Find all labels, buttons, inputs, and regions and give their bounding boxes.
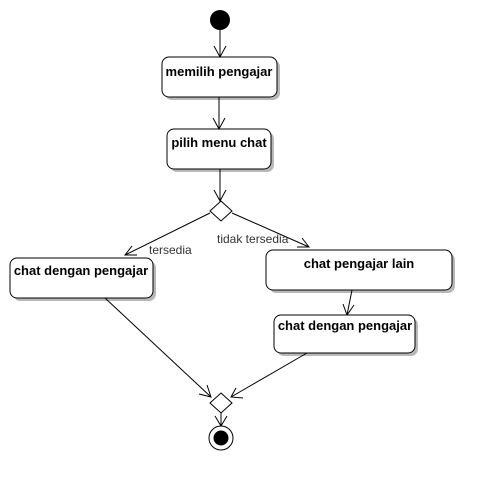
edge-chat-right-to-merge — [230, 352, 308, 398]
action-chat-dengan-pengajar-left-label: chat dengan pengajar — [14, 263, 148, 278]
action-chat-dengan-pengajar-right — [273, 314, 416, 354]
edge-chat-lain-to-chat-right — [346, 289, 353, 316]
edge-decision-to-chat-left — [124, 212, 211, 256]
arrowhead-chat-lain — [297, 237, 311, 248]
edge-chat-left-to-merge — [104, 297, 212, 398]
edge-label-tidak-tersedia: tidak tersedia — [217, 232, 289, 246]
action-chat-pengajar-lain-label: chat pengajar lain — [304, 256, 415, 271]
edge-label-tersedia: tersedia — [149, 243, 192, 257]
final-node — [208, 425, 234, 451]
arrowhead-chat-left — [123, 245, 137, 256]
action-chat-pengajar-lain — [265, 249, 453, 291]
action-pilih-menu-chat — [166, 128, 272, 170]
arrowhead-decision — [213, 189, 227, 203]
arrowhead-merge-left — [198, 384, 212, 398]
action-memilih-pengajar-label: memilih pengajar — [166, 64, 273, 79]
action-chat-dengan-pengajar-left — [9, 257, 154, 299]
decision-node — [209, 200, 233, 222]
edge-decision-to-chat-lain — [231, 212, 310, 248]
action-pilih-menu-chat-label: pilih menu chat — [171, 135, 267, 150]
merge-node — [209, 392, 233, 414]
arrowhead-merge-right — [230, 387, 244, 399]
action-chat-dengan-pengajar-right-label: chat dengan pengajar — [278, 318, 412, 333]
initial-node — [210, 10, 230, 30]
